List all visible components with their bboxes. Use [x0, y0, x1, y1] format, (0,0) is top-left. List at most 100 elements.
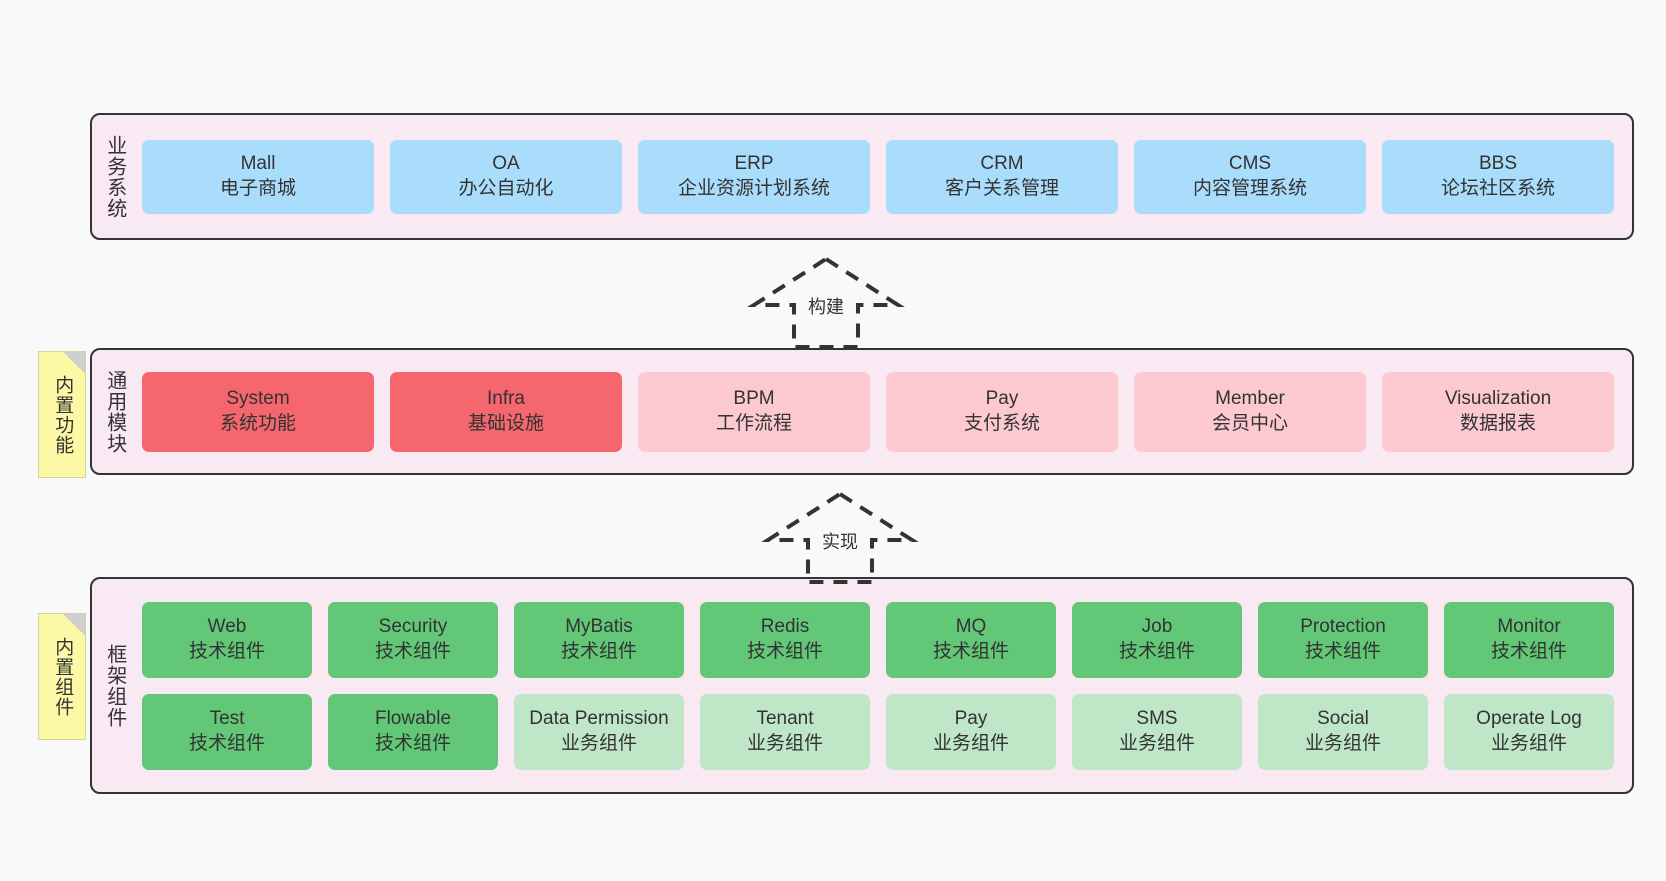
- card-title: SMS: [1136, 707, 1178, 729]
- framework-card-job[interactable]: Job 技术组件: [1072, 601, 1242, 678]
- card-subtitle: 业务组件: [1490, 732, 1567, 754]
- card-subtitle: 技术组件: [560, 640, 637, 662]
- card-subtitle: 会员中心: [1211, 412, 1288, 434]
- card-subtitle: 业务组件: [1118, 732, 1195, 754]
- framework-card-redis[interactable]: Redis 技术组件: [700, 601, 870, 678]
- common-card-system[interactable]: System 系统功能: [142, 371, 374, 452]
- note-label: 内置组件: [52, 636, 74, 717]
- card-subtitle: 技术组件: [374, 732, 451, 754]
- card-subtitle: 技术组件: [188, 732, 265, 754]
- page-fold-icon: [63, 352, 85, 374]
- card-title: ERP: [734, 152, 774, 174]
- card-subtitle: 内容管理系统: [1192, 177, 1307, 199]
- card-subtitle: 技术组件: [374, 640, 451, 662]
- card-subtitle: 基础设施: [467, 412, 544, 434]
- business-card-erp[interactable]: ERP 企业资源计划系统: [638, 139, 870, 214]
- card-title: Social: [1317, 707, 1369, 729]
- card-title: MyBatis: [565, 615, 633, 637]
- framework-card-flowable[interactable]: Flowable 技术组件: [328, 693, 498, 770]
- card-title: Protection: [1300, 615, 1386, 637]
- card-title: OA: [492, 152, 520, 174]
- connector-realize-shape: [761, 491, 919, 584]
- card-title: System: [226, 387, 290, 409]
- card-subtitle: 技术组件: [1304, 640, 1381, 662]
- card-title: Redis: [760, 615, 810, 637]
- layer-framework-component-title: 框架组件: [103, 643, 126, 728]
- business-card-oa[interactable]: OA 办公自动化: [390, 139, 622, 214]
- card-title: Visualization: [1444, 387, 1552, 409]
- framework-card-protection[interactable]: Protection 技术组件: [1258, 601, 1428, 678]
- framework-card-social[interactable]: Social 业务组件: [1258, 693, 1428, 770]
- card-title: Security: [378, 615, 448, 637]
- card-subtitle: 电子商城: [219, 177, 296, 199]
- common-card-member[interactable]: Member 会员中心: [1134, 371, 1366, 452]
- card-title: Web: [207, 615, 247, 637]
- card-title: Test: [209, 707, 245, 729]
- card-title: Flowable: [374, 707, 452, 729]
- framework-card-data-permission[interactable]: Data Permission 业务组件: [514, 693, 684, 770]
- layer-business-system[interactable]: 业务系统 Mall 电子商城 OA 办公自动化 ERP 企业资源计划系统 CRM…: [90, 113, 1634, 240]
- card-title: CMS: [1228, 152, 1272, 174]
- common-card-pay[interactable]: Pay 支付系统: [886, 371, 1118, 452]
- card-subtitle: 业务组件: [746, 732, 823, 754]
- card-subtitle: 业务组件: [1304, 732, 1381, 754]
- connector-realize: 实现: [760, 490, 920, 585]
- card-subtitle: 技术组件: [1118, 640, 1195, 662]
- card-title: Infra: [486, 387, 526, 409]
- card-subtitle: 技术组件: [188, 640, 265, 662]
- framework-card-pay[interactable]: Pay 业务组件: [886, 693, 1056, 770]
- card-title: Tenant: [756, 707, 814, 729]
- card-subtitle: 办公自动化: [458, 177, 554, 199]
- card-subtitle: 论坛社区系统: [1440, 177, 1555, 199]
- connector-build-shape: [747, 256, 905, 349]
- framework-row-tech: Web 技术组件 Security 技术组件 MyBatis 技术组件 Redi…: [142, 601, 1614, 678]
- connector-build: 构建: [746, 255, 906, 350]
- card-subtitle: 技术组件: [746, 640, 823, 662]
- framework-card-web[interactable]: Web 技术组件: [142, 601, 312, 678]
- common-row: System 系统功能 Infra 基础设施 BPM 工作流程 Pay 支付系统…: [142, 371, 1614, 452]
- card-title: Data Permission: [529, 707, 669, 729]
- common-card-bpm[interactable]: BPM 工作流程: [638, 371, 870, 452]
- card-subtitle: 支付系统: [963, 412, 1040, 434]
- framework-card-monitor[interactable]: Monitor 技术组件: [1444, 601, 1614, 678]
- note-builtin-function[interactable]: 内置功能: [38, 351, 86, 478]
- framework-card-operate-log[interactable]: Operate Log 业务组件: [1444, 693, 1614, 770]
- framework-card-tenant[interactable]: Tenant 业务组件: [700, 693, 870, 770]
- card-title: BBS: [1478, 152, 1518, 174]
- layer-common-module-body: System 系统功能 Infra 基础设施 BPM 工作流程 Pay 支付系统…: [136, 350, 1632, 473]
- business-card-mall[interactable]: Mall 电子商城: [142, 139, 374, 214]
- business-card-cms[interactable]: CMS 内容管理系统: [1134, 139, 1366, 214]
- framework-card-test[interactable]: Test 技术组件: [142, 693, 312, 770]
- card-subtitle: 系统功能: [219, 412, 296, 434]
- business-card-bbs[interactable]: BBS 论坛社区系统: [1382, 139, 1614, 214]
- note-builtin-component[interactable]: 内置组件: [38, 613, 86, 740]
- business-row: Mall 电子商城 OA 办公自动化 ERP 企业资源计划系统 CRM 客户关系…: [142, 139, 1614, 214]
- card-subtitle: 技术组件: [932, 640, 1009, 662]
- card-title: BPM: [733, 387, 775, 409]
- card-title: CRM: [980, 152, 1024, 174]
- layer-business-system-body: Mall 电子商城 OA 办公自动化 ERP 企业资源计划系统 CRM 客户关系…: [136, 115, 1632, 238]
- layer-common-module-title: 通用模块: [103, 369, 126, 454]
- card-title: Pay: [954, 707, 988, 729]
- card-subtitle: 客户关系管理: [944, 177, 1059, 199]
- common-card-infra[interactable]: Infra 基础设施: [390, 371, 622, 452]
- common-card-visualization[interactable]: Visualization 数据报表: [1382, 371, 1614, 452]
- framework-card-sms[interactable]: SMS 业务组件: [1072, 693, 1242, 770]
- framework-card-security[interactable]: Security 技术组件: [328, 601, 498, 678]
- card-subtitle: 数据报表: [1459, 412, 1536, 434]
- card-subtitle: 工作流程: [715, 412, 792, 434]
- framework-card-mybatis[interactable]: MyBatis 技术组件: [514, 601, 684, 678]
- layer-common-module[interactable]: 通用模块 System 系统功能 Infra 基础设施 BPM 工作流程 Pay…: [90, 348, 1634, 475]
- card-title: MQ: [955, 615, 987, 637]
- card-subtitle: 企业资源计划系统: [677, 177, 830, 199]
- card-title: Operate Log: [1476, 707, 1582, 729]
- framework-card-mq[interactable]: MQ 技术组件: [886, 601, 1056, 678]
- layer-framework-component[interactable]: 框架组件 Web 技术组件 Security 技术组件 MyBatis 技术组件…: [90, 577, 1634, 794]
- framework-row-business: Test 技术组件 Flowable 技术组件 Data Permission …: [142, 693, 1614, 770]
- business-card-crm[interactable]: CRM 客户关系管理: [886, 139, 1118, 214]
- card-title: Monitor: [1497, 615, 1561, 637]
- note-label: 内置功能: [52, 374, 74, 455]
- page-fold-icon: [63, 614, 85, 636]
- card-title: Job: [1141, 615, 1173, 637]
